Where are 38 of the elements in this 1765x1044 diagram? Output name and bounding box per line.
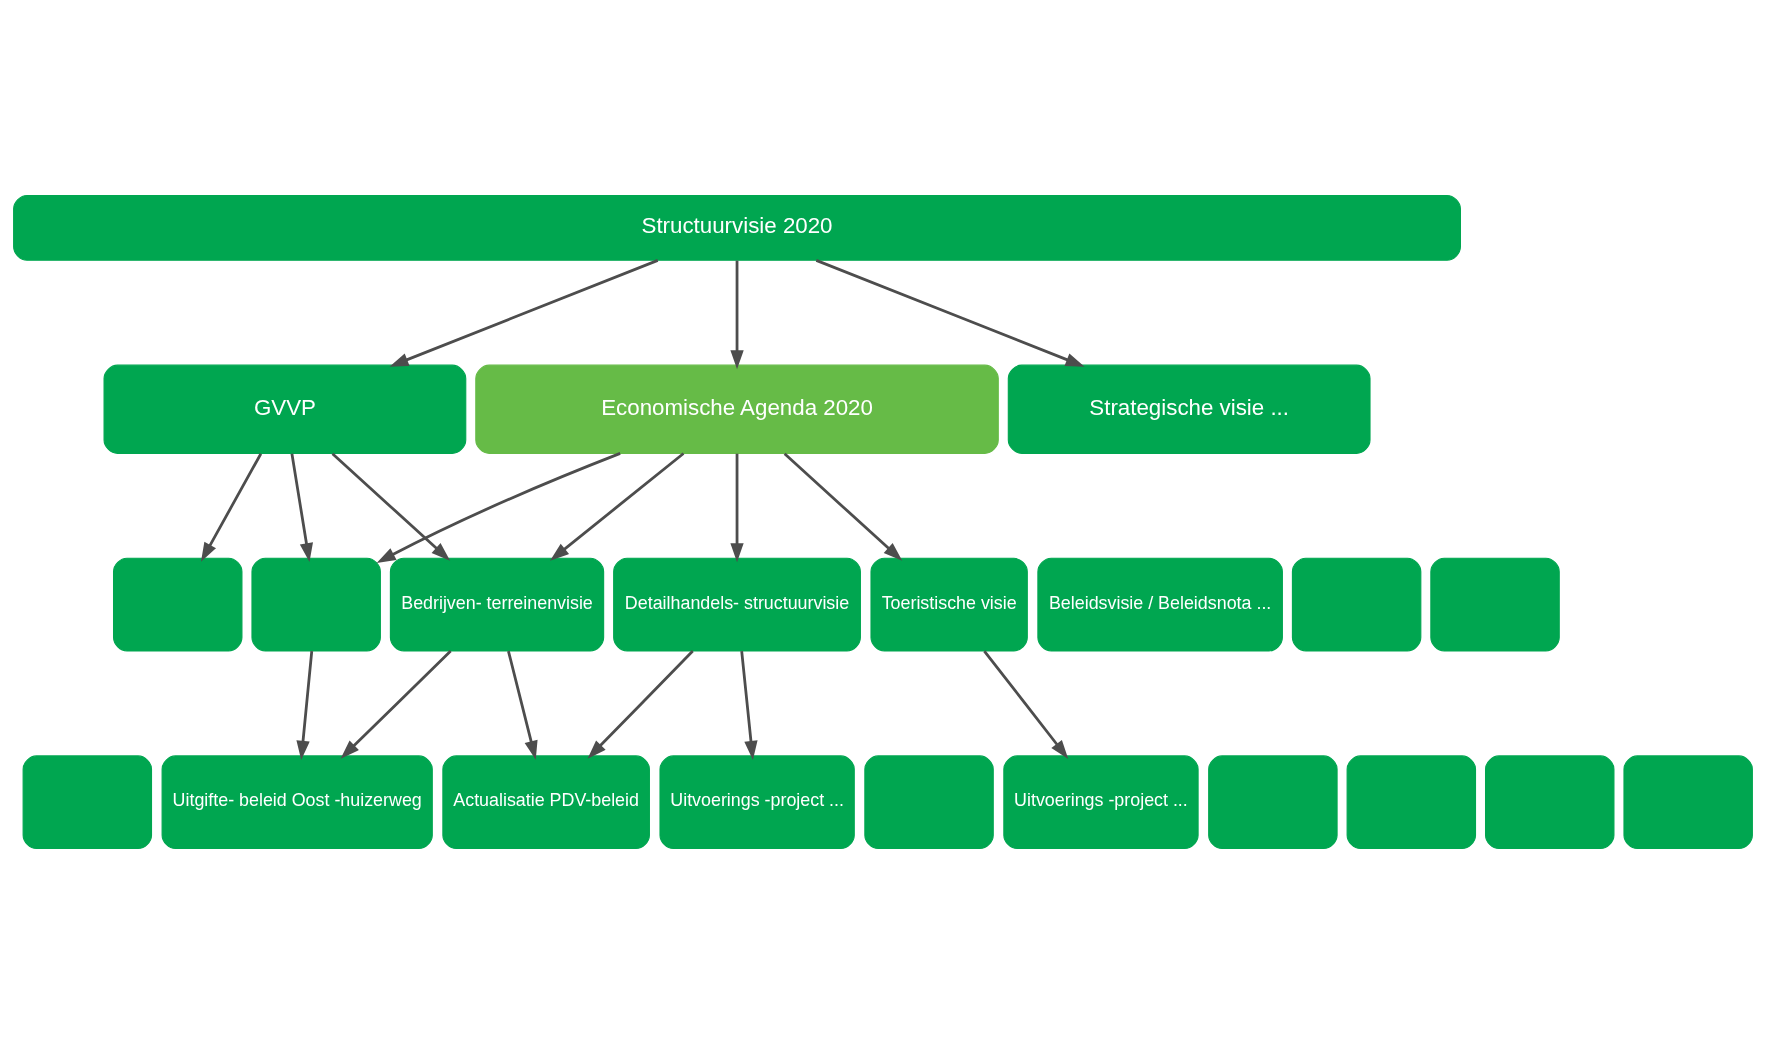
arrow xyxy=(340,650,452,759)
arrow xyxy=(739,650,758,760)
node-box xyxy=(1429,557,1560,652)
node-box xyxy=(1622,755,1753,850)
arrow xyxy=(815,259,1085,367)
node-box xyxy=(1484,755,1614,850)
arrow xyxy=(783,452,902,561)
node-box: Uitvoerings -project ... xyxy=(1002,755,1199,850)
node-box xyxy=(1346,755,1476,850)
arrow xyxy=(389,259,658,367)
arrow xyxy=(506,650,538,760)
node-box: Toeristische visie xyxy=(869,557,1028,652)
node-box: Uitgifte- beleid Oost -huizerweg xyxy=(161,755,433,850)
node-box: Strategische visie ... xyxy=(1007,364,1371,454)
node-box: Actualisatie PDV-beleid xyxy=(441,755,650,850)
node-box xyxy=(863,755,994,850)
node-box: Uitvoerings -project ... xyxy=(658,755,855,850)
arrow xyxy=(295,650,313,760)
arrow xyxy=(549,452,684,561)
node-box xyxy=(250,557,381,652)
node-box: GVVP xyxy=(103,364,466,454)
arrow xyxy=(376,452,621,563)
node-box xyxy=(1291,557,1421,652)
arrow xyxy=(587,650,694,759)
node-box: Bedrijven- terreinenvisie xyxy=(389,557,604,652)
node-box xyxy=(1207,755,1338,850)
arrow xyxy=(331,452,450,561)
arrow xyxy=(982,650,1068,760)
node-box: Detailhandels- structuurvisie xyxy=(612,557,861,652)
arrow xyxy=(290,453,313,563)
node-box xyxy=(22,755,152,850)
node-box: Beleidsvisie / Beleidsnota ... xyxy=(1036,557,1283,652)
node-box: Structuurvisie 2020 xyxy=(12,194,1461,261)
arrow xyxy=(729,260,744,370)
arrow xyxy=(729,453,744,563)
arrow xyxy=(200,453,262,562)
node-box: Economische Agenda 2020 xyxy=(474,364,999,454)
node-box xyxy=(112,557,242,652)
